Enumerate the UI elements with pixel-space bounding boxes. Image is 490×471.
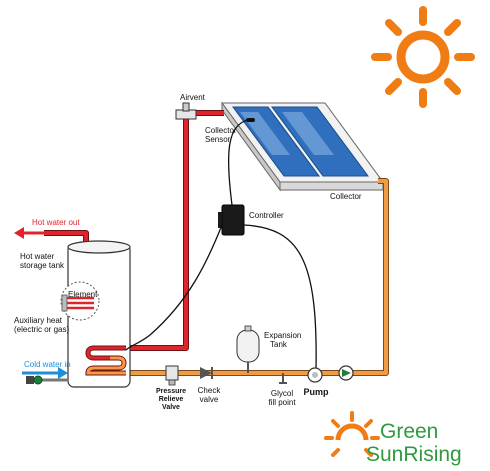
pressure-relief-valve-icon: [165, 365, 179, 386]
return-pipe: [126, 179, 388, 375]
label-pressure-line3: Valve: [162, 404, 180, 411]
hot-water-out-arrow: [14, 227, 44, 239]
pump-icon: [307, 367, 323, 383]
brand-name-line2: SunRising: [366, 443, 462, 466]
label-auxiliary-line1: Auxiliary heat: [14, 316, 63, 325]
label-tank-line2: storage tank: [20, 261, 65, 270]
element-icon: [60, 281, 100, 321]
cold-inlet-valve-icon: [33, 375, 43, 385]
control-wiring: [125, 119, 317, 371]
check-valve-icon: [200, 367, 213, 379]
label-auxiliary-line2: (electric or gas): [14, 325, 69, 334]
label-glycol-line1: Glycol: [271, 389, 293, 398]
diagram-labels: Hot water out Hot water storage tank Ele…: [14, 93, 362, 411]
hot-water-storage-tank: [60, 240, 131, 388]
sun-disc: [396, 30, 450, 84]
airvent-icon: [175, 102, 197, 120]
supply-pipe: [126, 111, 224, 350]
sun-icon: [371, 6, 475, 108]
flow-direction-icon: [338, 365, 354, 381]
label-check-line2: valve: [200, 395, 219, 404]
label-element: Element: [68, 290, 98, 299]
label-tank-line1: Hot water: [20, 252, 55, 261]
label-pressure-line2: Relieve: [159, 396, 184, 403]
collector-sensor-probe: [246, 118, 255, 122]
label-expansion-line1: Expansion: [264, 331, 301, 340]
pipe-network: [44, 110, 389, 376]
pump-wire: [243, 224, 317, 371]
glycol-fill-point-icon: [279, 373, 287, 384]
label-controller: Controller: [249, 211, 284, 220]
cold-water-in-arrow: [22, 367, 68, 385]
sun-rays: [371, 6, 475, 108]
label-collector-sensor-line1: Collector: [205, 126, 237, 135]
controller-box: [218, 204, 245, 236]
solar-collector: [221, 101, 384, 192]
label-cold-water-in: Cold water in: [24, 360, 71, 369]
heat-exchanger-coil: [85, 345, 127, 376]
label-hot-water-out: Hot water out: [32, 218, 80, 227]
collector-sensor-wire: [227, 119, 249, 206]
label-airvent: Airvent: [180, 93, 206, 102]
label-collector-sensor-line2: Sensor: [205, 135, 231, 144]
brand-sun-icon: [324, 411, 380, 457]
expansion-tank-icon: [236, 325, 260, 373]
brand-logo: Green SunRising: [324, 411, 462, 466]
label-pressure-line1: Pressure: [156, 388, 186, 395]
supply-pipe-outline: [126, 110, 224, 351]
brand-name-line1: Green: [380, 420, 438, 443]
tank-sensor-wire: [125, 224, 223, 351]
label-glycol-line2: fill point: [268, 398, 296, 407]
label-collector: Collector: [330, 192, 362, 201]
label-expansion-line2: Tank: [270, 340, 288, 349]
label-check-line1: Check: [198, 386, 222, 395]
label-pump: Pump: [303, 387, 329, 397]
